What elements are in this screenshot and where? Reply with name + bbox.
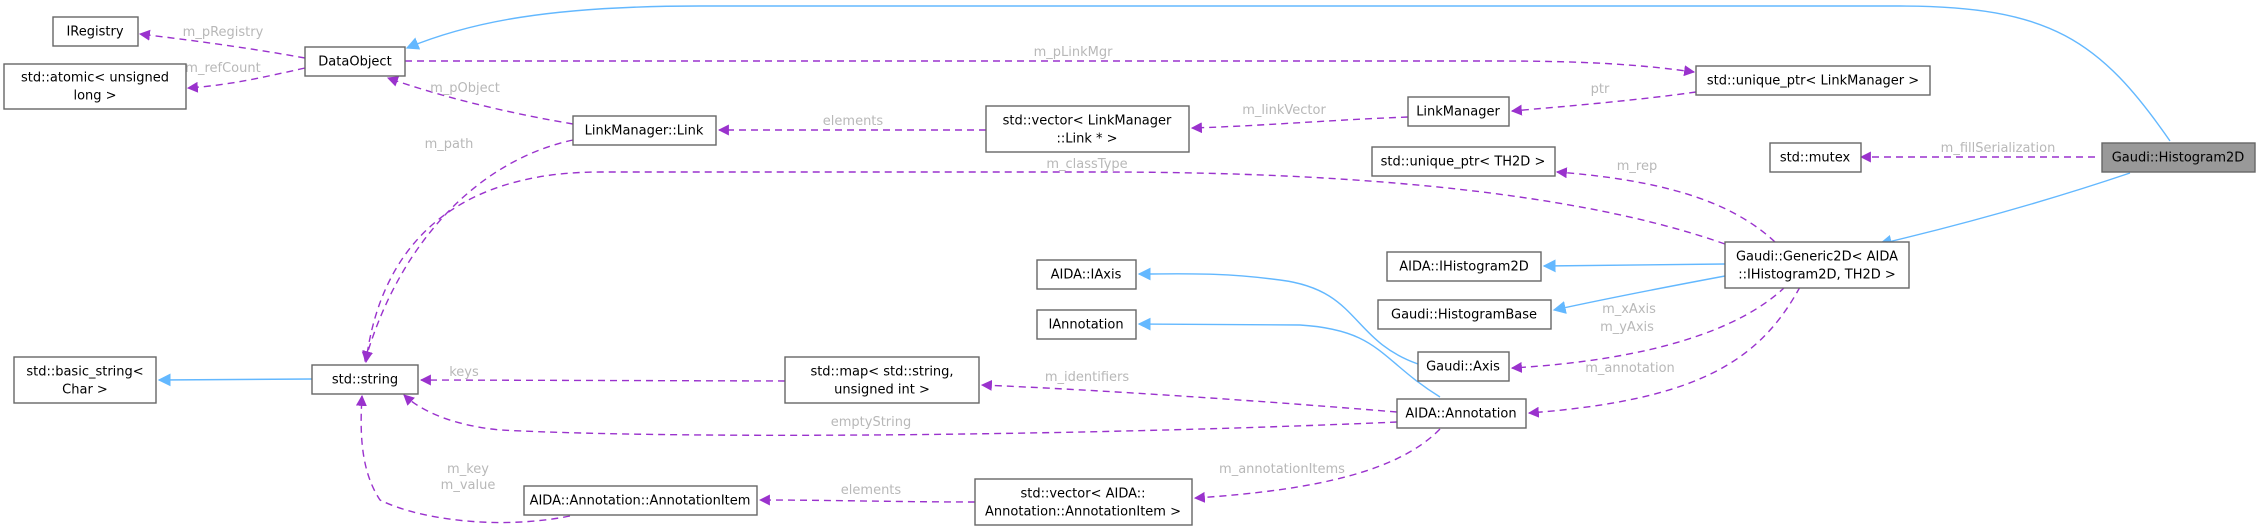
edge-m-annotation bbox=[1527, 286, 1801, 418]
node-label: AIDA::Annotation bbox=[1405, 407, 1516, 422]
label-m-classtype: m_classType bbox=[1046, 157, 1127, 172]
edge-histogram2d-inherits-generic2d bbox=[1878, 172, 2131, 248]
edge-histogram2d-inherits-dataobject bbox=[405, 5, 2171, 142]
node-unique-th2d[interactable]: std::unique_ptr< TH2D > bbox=[1371, 146, 1556, 177]
node-label: ::IHistogram2D, TH2D > bbox=[1738, 268, 1896, 283]
edge-m-axis bbox=[1510, 286, 1786, 373]
edge-m-pobject bbox=[386, 76, 574, 125]
node-generic2d[interactable]: Gaudi::Generic2D< AIDA::IHistogram2D, TH… bbox=[1724, 241, 1910, 289]
label-m-yaxis: m_yAxis bbox=[1600, 320, 1654, 335]
edge-m-pregistry bbox=[138, 29, 306, 59]
node-label: AIDA::Annotation::AnnotationItem bbox=[530, 494, 751, 509]
node-annotation-item[interactable]: AIDA::Annotation::AnnotationItem bbox=[523, 485, 758, 516]
node-label: LinkManager bbox=[1416, 105, 1500, 120]
node-map[interactable]: std::map< std::string,unsigned int > bbox=[784, 356, 980, 404]
node-iaxis[interactable]: AIDA::IAxis bbox=[1036, 259, 1137, 290]
edge-m-refcount bbox=[186, 67, 306, 93]
edge-axis-inherits-iaxis bbox=[1137, 267, 1419, 365]
node-label: Gaudi::HistogramBase bbox=[1391, 308, 1537, 323]
node-linkmanager[interactable]: LinkManager bbox=[1407, 96, 1510, 127]
label-keys: keys bbox=[449, 365, 479, 380]
node-label: std::atomic< unsigned bbox=[21, 71, 169, 86]
label-m-key: m_key bbox=[447, 462, 489, 477]
node-label: Gaudi::Histogram2D bbox=[2112, 151, 2245, 166]
label-elements-link: elements bbox=[823, 114, 884, 129]
label-m-identifiers: m_identifiers bbox=[1045, 370, 1130, 385]
label-m-value: m_value bbox=[441, 478, 496, 493]
node-label: std::mutex bbox=[1780, 151, 1851, 166]
edge-m-linkvector bbox=[1190, 116, 1409, 134]
node-label: long > bbox=[73, 89, 116, 104]
node-label: IRegistry bbox=[66, 25, 123, 40]
node-label: IAnnotation bbox=[1048, 318, 1123, 333]
node-label: std::vector< LinkManager bbox=[1003, 114, 1172, 129]
node-label: ::Link * > bbox=[1056, 132, 1117, 147]
label-m-annotationitems: m_annotationItems bbox=[1219, 462, 1345, 477]
node-label: AIDA::IAxis bbox=[1051, 268, 1122, 283]
node-label: Char > bbox=[62, 383, 108, 398]
label-m-linkvector: m_linkVector bbox=[1242, 103, 1326, 118]
edge-keys bbox=[419, 374, 786, 386]
node-unique-linkmanager[interactable]: std::unique_ptr< LinkManager > bbox=[1695, 65, 1931, 96]
edge-m-classtype bbox=[361, 171, 1726, 364]
edge-m-rep bbox=[1555, 167, 1776, 243]
node-label: LinkManager::Link bbox=[585, 124, 704, 139]
node-label: std::string bbox=[332, 373, 398, 388]
edge-emptystring bbox=[403, 394, 1398, 436]
edge-labels: m_pRegistry m_refCount m_pLinkMgr m_pObj… bbox=[183, 25, 2056, 498]
edge-m-key-value bbox=[355, 394, 571, 524]
node-histogrambase[interactable]: Gaudi::HistogramBase bbox=[1377, 299, 1552, 330]
label-ptr: ptr bbox=[1591, 82, 1610, 97]
node-histogram2d[interactable]: Gaudi::Histogram2D bbox=[2101, 142, 2256, 173]
edge-m-plinkmgr bbox=[405, 60, 1696, 77]
edge-generic2d-inherits-ihistogram2d bbox=[1542, 259, 1726, 273]
label-m-pregistry: m_pRegistry bbox=[183, 25, 264, 40]
node-label: std::unique_ptr< TH2D > bbox=[1381, 155, 1546, 170]
edge-annotation-inherits-iannotation bbox=[1137, 317, 1441, 398]
label-m-rep: m_rep bbox=[1617, 159, 1657, 174]
node-vector-link[interactable]: std::vector< LinkManager::Link * > bbox=[985, 105, 1190, 153]
edge-elements-item bbox=[758, 494, 976, 506]
node-label: std::basic_string< bbox=[26, 365, 143, 380]
node-label: std::vector< AIDA:: bbox=[1020, 487, 1145, 502]
node-annotation[interactable]: AIDA::Annotation bbox=[1396, 398, 1527, 429]
edge-generic2d-inherits-histogrambase bbox=[1552, 275, 1726, 314]
node-link[interactable]: LinkManager::Link bbox=[572, 115, 717, 146]
node-label: std::unique_ptr< LinkManager > bbox=[1707, 74, 1919, 89]
label-m-refcount: m_refCount bbox=[185, 61, 260, 76]
node-iannotation[interactable]: IAnnotation bbox=[1036, 309, 1137, 340]
node-label: Annotation::AnnotationItem > bbox=[985, 505, 1181, 520]
node-label: DataObject bbox=[318, 55, 391, 70]
edge-m-identifiers bbox=[980, 379, 1398, 413]
label-m-path: m_path bbox=[425, 137, 474, 152]
node-label: Gaudi::Axis bbox=[1426, 360, 1500, 375]
label-m-xaxis: m_xAxis bbox=[1602, 302, 1656, 317]
node-label: AIDA::IHistogram2D bbox=[1399, 260, 1529, 275]
node-string[interactable]: std::string bbox=[311, 364, 419, 395]
label-m-fillserialization: m_fillSerialization bbox=[1941, 141, 2056, 156]
node-vector-item[interactable]: std::vector< AIDA::Annotation::Annotatio… bbox=[974, 478, 1193, 526]
edges bbox=[138, 5, 2171, 524]
node-axis[interactable]: Gaudi::Axis bbox=[1417, 351, 1510, 382]
node-mutex[interactable]: std::mutex bbox=[1769, 142, 1862, 173]
node-dataobject[interactable]: DataObject bbox=[304, 46, 406, 77]
edge-m-path bbox=[362, 139, 574, 363]
node-label: std::map< std::string, bbox=[810, 365, 953, 380]
label-emptystring: emptyString bbox=[831, 415, 912, 430]
label-m-annotation: m_annotation bbox=[1585, 361, 1675, 376]
node-ihistogram2d[interactable]: AIDA::IHistogram2D bbox=[1386, 251, 1542, 282]
label-elements-item: elements bbox=[841, 483, 902, 498]
label-m-plinkmgr: m_pLinkMgr bbox=[1034, 45, 1114, 60]
node-iregistry[interactable]: IRegistry bbox=[52, 16, 139, 47]
edge-string-inherits-basic-string bbox=[157, 373, 313, 387]
node-label: Gaudi::Generic2D< AIDA bbox=[1736, 250, 1898, 265]
node-label: unsigned int > bbox=[834, 383, 930, 398]
node-basic-string[interactable]: std::basic_string<Char > bbox=[13, 356, 157, 404]
label-m-pobject: m_pObject bbox=[430, 81, 500, 96]
